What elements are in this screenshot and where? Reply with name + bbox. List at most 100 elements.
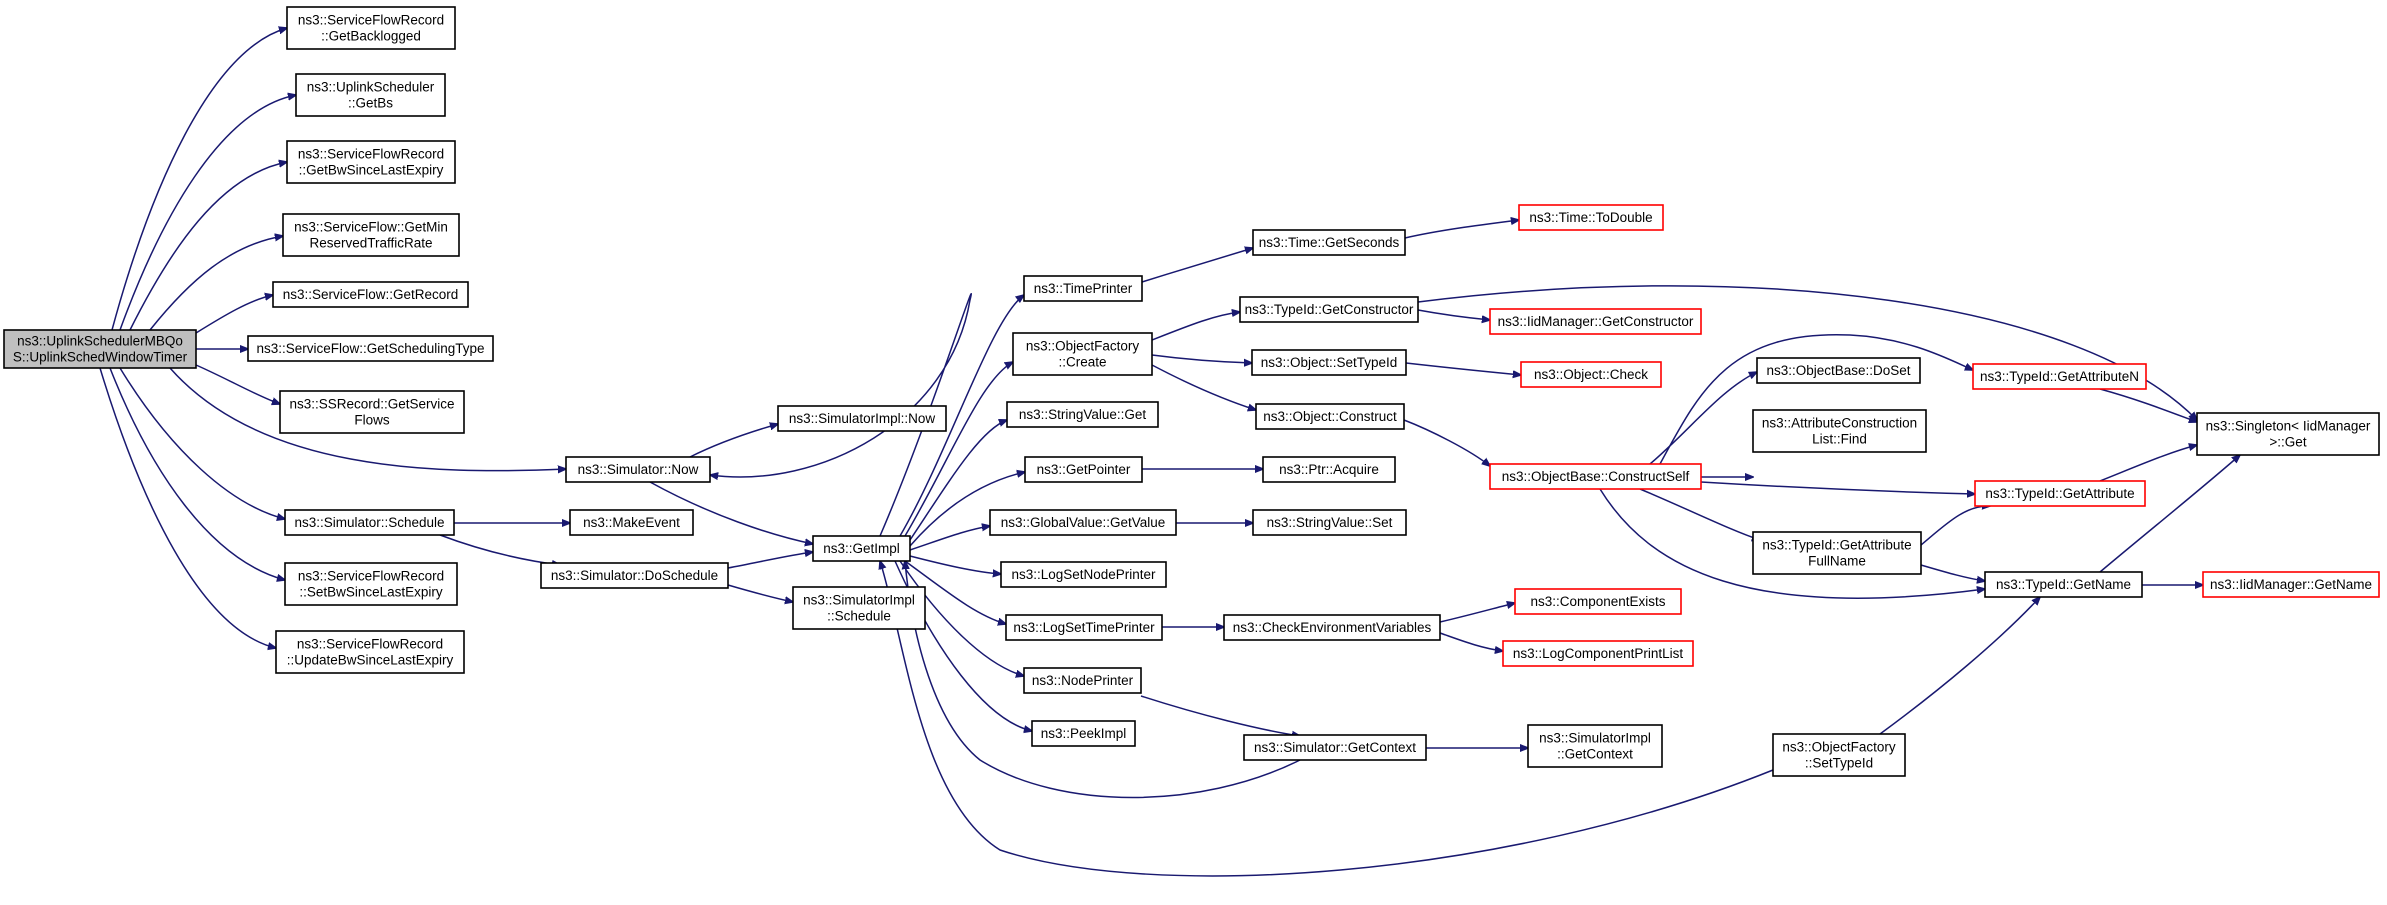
edge-typeid_getconstructor-to-singleton_get	[1417, 285, 2197, 420]
node-box	[1005, 614, 1163, 641]
edge-getimpl-to-logsetnodeprinter	[909, 555, 1001, 574]
node-box	[1772, 733, 1906, 777]
node-logcomponentprintlist[interactable]: ns3::LogComponentPrintList	[1502, 640, 1694, 667]
node-label-line: ::GetBs	[348, 95, 393, 110]
node-simimpl_now[interactable]: ns3::SimulatorImpl::Now	[777, 405, 947, 432]
edge-sim_schedule-to-sim_doschedule	[439, 534, 560, 565]
node-object_construct[interactable]: ns3::Object::Construct	[1255, 403, 1405, 430]
edge-object_settypeid-to-object_check	[1405, 362, 1521, 375]
node-logsettimeprinter[interactable]: ns3::LogSetTimePrinter	[1005, 614, 1163, 641]
edge-sim_getcontext-to-getimpl	[905, 561, 1301, 799]
node-sf_getrecord[interactable]: ns3::ServiceFlow::GetRecord	[272, 281, 469, 308]
node-sim_doschedule[interactable]: ns3::Simulator::DoSchedule	[540, 562, 729, 589]
node-sfr_getbwsincelastexpiry[interactable]: ns3::ServiceFlowRecord::GetBwSinceLastEx…	[286, 140, 456, 184]
node-box	[1756, 357, 1921, 384]
node-sf_getmin[interactable]: ns3::ServiceFlow::GetMinReservedTrafficR…	[282, 213, 460, 257]
node-typeid_getattributen[interactable]: ns3::TypeId::GetAttributeN	[1972, 363, 2147, 390]
node-stringvalue_set[interactable]: ns3::StringValue::Set	[1252, 509, 1407, 536]
node-simimpl_schedule[interactable]: ns3::SimulatorImpl::Schedule	[792, 586, 926, 630]
node-label-line: ns3::UplinkScheduler	[307, 79, 435, 94]
node-label-line: ns3::TypeId::GetAttributeN	[1980, 369, 2139, 384]
node-objectbase_doset[interactable]: ns3::ObjectBase::DoSet	[1756, 357, 1921, 384]
node-label-line: ns3::IidManager::GetConstructor	[1498, 314, 1694, 329]
node-time_todouble[interactable]: ns3::Time::ToDouble	[1518, 204, 1664, 231]
node-sfr_getbacklogged[interactable]: ns3::ServiceFlowRecord::GetBacklogged	[286, 6, 456, 50]
edge-typeid_getname-to-singleton_get	[2099, 455, 2240, 573]
node-box	[282, 213, 460, 257]
edge-typeid_getattributefullname-to-typeid_getattribute	[1920, 506, 1990, 546]
node-globalvalue_getvalue[interactable]: ns3::GlobalValue::GetValue	[989, 509, 1177, 536]
edge-root-to-sf_getmin	[149, 236, 283, 331]
node-box	[3, 329, 197, 369]
node-label-line: ns3::ServiceFlow::GetMin	[294, 219, 448, 234]
node-box	[247, 335, 494, 362]
edge-typeid_getattributefullname-to-typeid_getname	[1920, 564, 1985, 581]
node-sim_getcontext[interactable]: ns3::Simulator::GetContext	[1243, 734, 1427, 761]
node-box	[1252, 509, 1407, 536]
node-label-line: ns3::ObjectFactory	[1026, 338, 1140, 353]
node-typeid_getname[interactable]: ns3::TypeId::GetName	[1984, 571, 2143, 598]
node-checkenvvars[interactable]: ns3::CheckEnvironmentVariables	[1223, 614, 1441, 641]
edge-getimpl-to-getpointer	[909, 472, 1025, 547]
node-object_check[interactable]: ns3::Object::Check	[1520, 361, 1662, 388]
node-box	[1239, 296, 1419, 323]
node-singleton_get[interactable]: ns3::Singleton< IidManager >::Get	[2196, 412, 2380, 456]
node-box	[1502, 640, 1694, 667]
node-logsetnodeprinter[interactable]: ns3::LogSetNodePrinter	[1000, 561, 1167, 588]
node-box	[284, 562, 458, 606]
node-box	[1024, 456, 1143, 483]
node-getimpl[interactable]: ns3::GetImpl	[812, 535, 911, 562]
node-typeid_getattribute[interactable]: ns3::TypeId::GetAttribute	[1974, 480, 2146, 507]
node-ptr_acquire[interactable]: ns3::Ptr::Acquire	[1262, 456, 1396, 483]
node-componentexists[interactable]: ns3::ComponentExists	[1514, 588, 1682, 615]
node-nodeprinter[interactable]: ns3::NodePrinter	[1023, 667, 1142, 694]
node-sfr_updatebw[interactable]: ns3::ServiceFlowRecord::UpdateBwSinceLas…	[275, 630, 465, 674]
node-label-line: ns3::NodePrinter	[1032, 673, 1134, 688]
node-objfactory_create[interactable]: ns3::ObjectFactory::Create	[1012, 332, 1153, 376]
node-label-line: ns3::TypeId::GetAttribute	[1762, 537, 1911, 552]
node-box	[275, 630, 465, 674]
node-label-line: ns3::Object::SetTypeId	[1261, 355, 1398, 370]
node-objectbase_constructself[interactable]: ns3::ObjectBase::ConstructSelf	[1489, 463, 1702, 490]
node-label-line: ns3::PeekImpl	[1041, 726, 1127, 741]
node-label-line: >::Get	[2269, 434, 2306, 449]
node-root[interactable]: ns3::UplinkSchedulerMBQoS::UplinkSchedWi…	[3, 329, 197, 369]
node-objfactory_settypeid[interactable]: ns3::ObjectFactory::SetTypeId	[1772, 733, 1906, 777]
node-box	[569, 509, 694, 536]
node-box	[1489, 308, 1702, 335]
node-label-line: ns3::StringValue::Set	[1267, 515, 1393, 530]
node-iidmanager_getname[interactable]: ns3::IidManager::GetName	[2202, 571, 2380, 598]
node-box	[1518, 204, 1664, 231]
node-typeid_getconstructor[interactable]: ns3::TypeId::GetConstructor	[1239, 296, 1419, 323]
node-object_settypeid[interactable]: ns3::Object::SetTypeId	[1251, 349, 1407, 376]
node-label-line: ns3::SSRecord::GetService	[289, 396, 454, 411]
node-label-line: ::SetBwSinceLastExpiry	[299, 584, 443, 599]
edge-objectbase_constructself-to-objectbase_doset	[1649, 372, 1757, 465]
node-us_getbs[interactable]: ns3::UplinkScheduler::GetBs	[295, 73, 446, 117]
node-timeprinter[interactable]: ns3::TimePrinter	[1023, 275, 1143, 302]
node-label-line: ns3::IidManager::GetName	[2210, 577, 2372, 592]
node-label-line: ::Create	[1058, 354, 1106, 369]
node-makeevent[interactable]: ns3::MakeEvent	[569, 509, 694, 536]
node-label-line: ::GetBwSinceLastExpiry	[299, 162, 444, 177]
node-iidmanager_getconstructor[interactable]: ns3::IidManager::GetConstructor	[1489, 308, 1702, 335]
node-getpointer[interactable]: ns3::GetPointer	[1024, 456, 1143, 483]
node-label-line: ns3::Object::Check	[1534, 367, 1648, 382]
node-simimpl_getcontext[interactable]: ns3::SimulatorImpl::GetContext	[1527, 724, 1663, 768]
node-box	[1031, 720, 1136, 747]
node-label-line: ns3::LogSetNodePrinter	[1011, 567, 1156, 582]
node-label-line: ns3::SimulatorImpl	[803, 592, 915, 607]
node-stringvalue_get[interactable]: ns3::StringValue::Get	[1006, 401, 1159, 428]
edge-root-to-sf_getrecord	[195, 295, 273, 334]
node-sim_now[interactable]: ns3::Simulator::Now	[565, 456, 711, 483]
node-box	[812, 535, 911, 562]
node-sim_schedule[interactable]: ns3::Simulator::Schedule	[284, 509, 455, 536]
edge-getimpl-to-objfactory_create	[904, 362, 1013, 537]
node-sfr_setbw[interactable]: ns3::ServiceFlowRecord::SetBwSinceLastEx…	[284, 562, 458, 606]
node-time_getseconds[interactable]: ns3::Time::GetSeconds	[1252, 229, 1406, 256]
node-peekimpl[interactable]: ns3::PeekImpl	[1031, 720, 1136, 747]
node-sf_getschedulingtype[interactable]: ns3::ServiceFlow::GetSchedulingType	[247, 335, 494, 362]
